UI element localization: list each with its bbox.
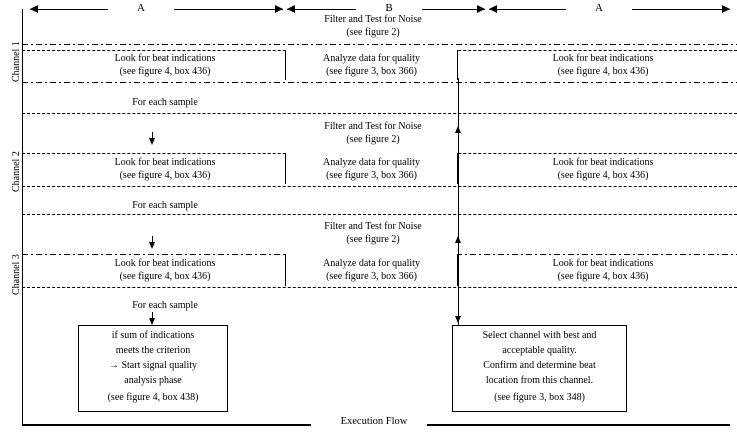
right-outcome-line-5: (see figure 3, box 348) — [494, 392, 585, 403]
span-arrowhead-right-a1 — [275, 5, 283, 13]
span-arrowhead-left-a2 — [489, 5, 497, 13]
right-outcome-line-4: location from this channel. — [485, 375, 594, 386]
channel-1-label: Channel 1 — [11, 41, 22, 82]
channel-1-loop-label: For each sample — [132, 97, 198, 108]
channel-1-left-cell-title: Look for beat indications — [114, 53, 216, 64]
channel-1-divider-top — [22, 44, 737, 45]
span-label-b: B — [356, 2, 422, 14]
channel-2-right-cell-title: Look for beat indications — [552, 157, 654, 168]
channel-2-divider-top — [22, 113, 737, 114]
channel-1-row-bottom — [22, 82, 737, 83]
left-outcome-line-2: meets the criterion — [115, 345, 191, 356]
left-outcome-arrow — [148, 318, 155, 325]
right-outcome-line-2: acceptable quality. — [502, 345, 577, 356]
channel-1-filter-ref: (see figure 2) — [346, 27, 400, 38]
channel-2-filter-title: Filter and Test for Noise — [324, 121, 422, 132]
right-outcome-box — [452, 325, 627, 412]
channel-1-filter-title: Filter and Test for Noise — [324, 14, 422, 25]
left-axis-line — [22, 9, 23, 425]
channel-3-filter-title: Filter and Test for Noise — [324, 221, 422, 232]
channel-3-left-cell-title: Look for beat indications — [114, 258, 216, 269]
span-label-a-left: A — [108, 2, 174, 14]
central-flow-line — [458, 78, 459, 328]
central-flow-arrow-up-ch3 — [454, 236, 461, 243]
central-flow-arrow-down-outcome — [454, 316, 461, 323]
execution-flow-line-left — [22, 424, 311, 426]
channel-2-row-bottom — [22, 186, 737, 187]
channel-3-right-cell-title: Look for beat indications — [552, 258, 654, 269]
channel-3-filter-ref: (see figure 2) — [346, 234, 400, 245]
channel-3-row-bottom — [22, 287, 737, 288]
span-arrowhead-right-b — [477, 5, 485, 13]
left-outcome-line-4: analysis phase — [124, 375, 182, 386]
channel-2-left-cell-ref: (see figure 4, box 436) — [119, 170, 211, 181]
channel-3-divider-top — [22, 214, 737, 215]
channel-2-middle-cell-title: Analyze data for quality — [323, 157, 420, 168]
channel-3-loop-arrow — [148, 242, 155, 249]
left-outcome-line-5: (see figure 4, box 438) — [107, 392, 199, 403]
left-outcome-tick — [152, 312, 153, 319]
channel-3-label: Channel 3 — [11, 254, 22, 295]
channel-2-left-cell-title: Look for beat indications — [114, 157, 216, 168]
channel-2-label: Channel 2 — [11, 151, 22, 192]
span-arrowhead-left-b — [287, 5, 295, 13]
channel-2-loop-tick — [152, 132, 153, 139]
left-outcome-line-3: → Start signal quality — [108, 360, 198, 371]
span-arrowhead-right-a2 — [722, 5, 730, 13]
channel-3-left-cell-ref: (see figure 4, box 436) — [119, 271, 211, 282]
channel-3-middle-box — [285, 254, 458, 286]
execution-flow-label: Execution Flow — [311, 416, 437, 427]
span-arrowhead-left-a1 — [30, 5, 38, 13]
channel-1-right-cell-ref: (see figure 4, box 436) — [557, 66, 649, 77]
span-label-a-right: A — [566, 2, 632, 14]
channel-1-middle-box — [285, 50, 458, 80]
channel-2-loop-label: For each sample — [132, 200, 198, 211]
central-flow-arrow-up-ch2 — [454, 126, 461, 133]
left-outcome-box — [78, 325, 228, 412]
channel-3-right-cell-ref: (see figure 4, box 436) — [557, 271, 649, 282]
channel-3-loop-tick — [152, 236, 153, 243]
left-outcome-line-1: if sum of indications — [111, 330, 195, 341]
channel-1-left-cell-ref: (see figure 4, box 436) — [119, 66, 211, 77]
channel-1-middle-cell-ref: (see figure 3, box 366) — [326, 66, 417, 77]
channel-2-middle-cell-ref: (see figure 3, box 366) — [326, 170, 417, 181]
right-outcome-line-3: Confirm and determine beat — [483, 360, 596, 371]
channel-2-loop-arrow — [148, 138, 155, 145]
channel-1-middle-cell-title: Analyze data for quality — [323, 53, 420, 64]
channel-2-right-cell-ref: (see figure 4, box 436) — [557, 170, 649, 181]
right-outcome-line-1: Select channel with best and — [482, 330, 597, 341]
channel-3-middle-cell-ref: (see figure 3, box 366) — [326, 271, 417, 282]
channel-2-middle-box — [285, 153, 458, 184]
channel-2-filter-ref: (see figure 2) — [346, 134, 400, 145]
execution-flow-line-right — [427, 424, 730, 426]
channel-3-loop-label: For each sample — [132, 300, 198, 311]
channel-3-middle-cell-title: Analyze data for quality — [323, 258, 420, 269]
channel-1-right-cell-title: Look for beat indications — [552, 53, 654, 64]
